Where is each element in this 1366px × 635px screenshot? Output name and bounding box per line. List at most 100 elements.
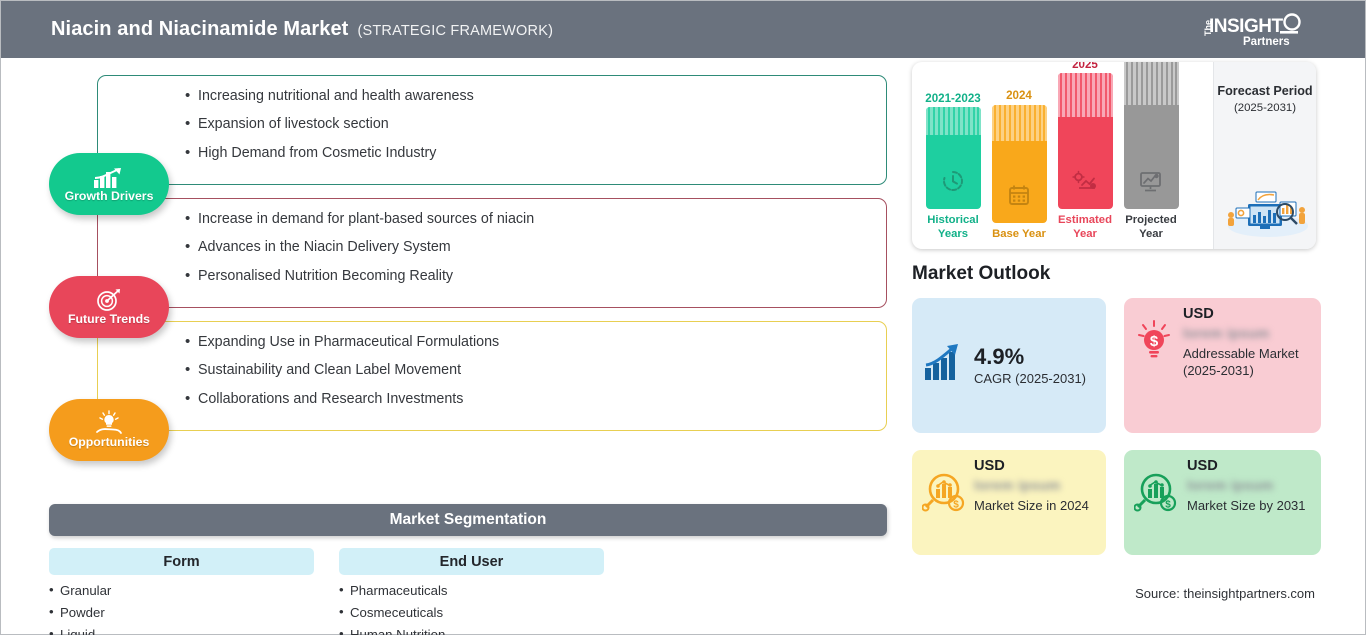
list-item: Granular — [49, 583, 314, 597]
svg-text:INSIGHT: INSIGHT — [1209, 16, 1283, 37]
badge-label: Future Trends — [68, 312, 150, 327]
card-label: Addressable Market (2025-2031) — [1183, 345, 1299, 378]
blurred-value: lorem ipsum — [1187, 476, 1274, 493]
timeline-year: 2025 — [1072, 62, 1098, 71]
outlook-card-market-size-2024[interactable]: $ USD lorem ipsum Market Size in 2024 — [912, 450, 1106, 555]
lightbulb-dollar-icon: $ — [1134, 319, 1174, 424]
blurred-value: lorem ipsum — [974, 476, 1061, 493]
segment-chip-label: Form — [163, 553, 200, 570]
timeline-bar — [925, 107, 981, 210]
list-item: Cosmeceuticals — [339, 605, 604, 619]
timeline-bar — [1123, 62, 1179, 210]
bullet-list-growth-drivers: Increasing nutritional and health awaren… — [98, 76, 886, 160]
badge-growth-drivers[interactable]: Growth Drivers — [49, 153, 169, 215]
outlook-card-market-size-2031[interactable]: $ USD lorem ipsum Market Size by 2031 — [1124, 450, 1321, 555]
addressable-text-group: USD lorem ipsum Addressable Market (2025… — [1183, 307, 1311, 424]
gear-chart-icon — [1072, 169, 1098, 198]
list-item: Increasing nutritional and health awaren… — [185, 88, 886, 103]
currency-label: USD — [1183, 306, 1214, 322]
list-item: Human Nutrition — [339, 627, 604, 635]
stripe-pattern-icon — [1123, 62, 1179, 106]
cagr-label: CAGR (2025-2031) — [974, 371, 1086, 387]
forecast-period-range: (2025-2031) — [1233, 102, 1297, 115]
timeline-caption: Historical Years — [927, 214, 979, 240]
timeline-caption: Base Year — [992, 227, 1046, 240]
timeline-caption: Projected Year — [1125, 214, 1177, 240]
timeline-item-projected-year[interactable]: 2031 — [1120, 62, 1182, 241]
outlook-card-addressable-market[interactable]: $ USD lorem ipsum Addressable Market (20… — [1124, 298, 1321, 433]
list-item: Advances in the Niacin Delivery System — [185, 239, 886, 254]
list-item: Pharmaceuticals — [339, 583, 604, 597]
segmentation-columns: Form Granular Powder Liquid End User Pha… — [49, 548, 887, 635]
source-attribution: Source: theinsightpartners.com — [1135, 586, 1315, 601]
card-label: Market Size in 2024 — [974, 497, 1089, 513]
stripe-pattern-icon — [991, 104, 1047, 141]
svg-text:Partners: Partners — [1243, 36, 1290, 48]
page-subtitle: (STRATEGIC FRAMEWORK) — [357, 23, 554, 39]
market-size-2024-text-group: USD lorem ipsum Market Size in 2024 — [974, 459, 1089, 546]
list-item: Personalised Nutrition Becoming Reality — [185, 268, 886, 283]
segment-item-list-form: Granular Powder Liquid — [49, 583, 314, 635]
svg-text:$: $ — [1150, 333, 1159, 350]
bar-chart-arrow-icon — [92, 165, 126, 189]
timeline-item-estimated-year[interactable]: 2025 — [1054, 62, 1116, 241]
business-analytics-illustration — [1218, 182, 1314, 243]
segmentation-column-end-user: End User Pharmaceuticals Cosmeceuticals … — [339, 548, 604, 635]
list-item: Expanding Use in Pharmaceutical Formulat… — [185, 334, 886, 349]
list-item: Collaborations and Research Investments — [185, 391, 886, 406]
magnifier-chart-dollar-icon: $ — [921, 471, 966, 546]
section-box-growth-drivers: Increasing nutritional and health awaren… — [97, 75, 887, 185]
header-title-group: Niacin and Niacinamide Market (STRATEGIC… — [51, 18, 553, 41]
segment-item-list-end-user: Pharmaceuticals Cosmeceuticals Human Nut… — [339, 583, 604, 635]
section-box-opportunities: Expanding Use in Pharmaceutical Formulat… — [97, 321, 887, 431]
cagr-value: 4.9% — [974, 343, 1025, 369]
magnifier-chart-dollar-icon: $ — [1133, 471, 1178, 546]
currency-label: USD — [1187, 458, 1218, 474]
target-dart-icon — [95, 288, 123, 312]
card-label: Market Size by 2031 — [1187, 497, 1306, 513]
page-title: Niacin and Niacinamide Market — [51, 18, 349, 40]
clock-history-icon — [941, 169, 965, 198]
currency-label: USD — [974, 458, 1005, 474]
svg-text:$: $ — [953, 500, 959, 511]
forecast-period-panel: Forecast Period (2025-2031) — [1213, 62, 1316, 249]
page-header: Niacin and Niacinamide Market (STRATEGIC… — [1, 1, 1365, 58]
list-item: Expansion of livestock section — [185, 116, 886, 131]
segment-chip-label: End User — [439, 553, 504, 570]
forecast-period-title: Forecast Period — [1217, 84, 1313, 98]
market-segmentation-header: Market Segmentation — [49, 504, 887, 536]
badge-future-trends[interactable]: Future Trends — [49, 276, 169, 338]
cagr-text-group: 4.9% CAGR (2025-2031) — [974, 345, 1086, 386]
insight-partners-logo[interactable]: The INSIGHT Partners — [1191, 10, 1309, 50]
timeline-year: 2021-2023 — [925, 91, 981, 105]
svg-text:$: $ — [1165, 500, 1171, 511]
list-item: High Demand from Cosmetic Industry — [185, 145, 886, 160]
market-outlook-heading: Market Outlook — [912, 263, 1051, 284]
timeline-item-base-year[interactable]: 2024 — [988, 90, 1050, 241]
segment-chip-form[interactable]: Form — [49, 548, 314, 575]
segment-chip-end-user[interactable]: End User — [339, 548, 604, 575]
timeline-item-historical[interactable]: 2021-2023 — [922, 93, 984, 241]
stripe-pattern-icon — [925, 107, 981, 136]
timeline-caption: Estimated Year — [1058, 214, 1112, 240]
badge-opportunities[interactable]: Opportunities — [49, 399, 169, 461]
list-item: Powder — [49, 605, 314, 619]
lightbulb-hand-icon — [94, 410, 124, 435]
blurred-value: lorem ipsum — [1183, 324, 1270, 341]
stripe-pattern-icon — [1057, 73, 1113, 118]
badge-label: Growth Drivers — [64, 189, 154, 204]
svg-text:The: The — [1203, 20, 1213, 36]
outlook-card-cagr[interactable]: 4.9% CAGR (2025-2031) — [912, 298, 1106, 433]
projection-screen-icon — [1138, 169, 1164, 198]
segmentation-column-form: Form Granular Powder Liquid — [49, 548, 314, 635]
segmentation-title: Market Segmentation — [389, 511, 547, 528]
bullet-list-future-trends: Increase in demand for plant-based sourc… — [98, 199, 886, 283]
badge-label: Opportunities — [68, 435, 150, 450]
growth-chart-icon — [922, 343, 966, 388]
section-box-future-trends: Increase in demand for plant-based sourc… — [97, 198, 887, 308]
calendar-icon — [1007, 183, 1031, 212]
strategic-framework-column: Increasing nutritional and health awaren… — [1, 58, 901, 635]
page-body: Increasing nutritional and health awaren… — [1, 58, 1365, 635]
market-size-2031-text-group: USD lorem ipsum Market Size by 2031 — [1187, 459, 1306, 546]
